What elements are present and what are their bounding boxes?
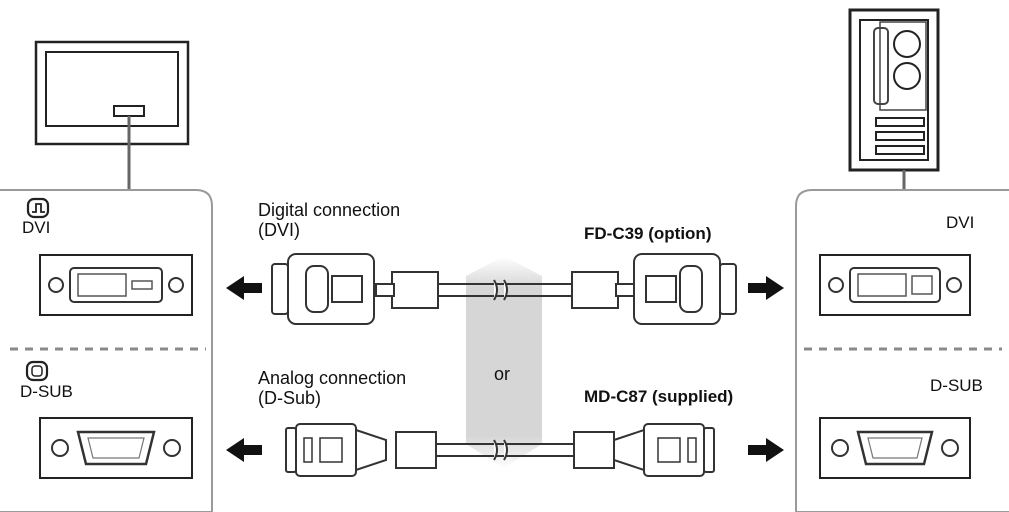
pc-connector-panel bbox=[795, 189, 1009, 512]
arrow-left-dvi bbox=[226, 276, 262, 300]
monitor-device bbox=[34, 40, 190, 190]
pc-dvi-port bbox=[819, 254, 971, 316]
dsub-plug-right bbox=[613, 423, 715, 477]
dvi-cable bbox=[271, 253, 737, 325]
dvi-plug-left bbox=[271, 253, 375, 325]
dsub-cable-name: MD-C87 (supplied) bbox=[584, 387, 734, 406]
dvi-plug-right bbox=[633, 253, 737, 325]
pc-dsub-port bbox=[819, 417, 971, 479]
digital-connection-label: Digital connection bbox=[258, 200, 401, 220]
dvi-cable-ferrite-left bbox=[391, 271, 439, 309]
arrow-right-dsub bbox=[748, 438, 784, 462]
monitor-dvi-label: DVI bbox=[22, 218, 51, 237]
digital-connection-sublabel: (DVI) bbox=[258, 220, 300, 240]
analog-connection-label: Analog connection bbox=[258, 368, 407, 388]
digital-signal-icon bbox=[26, 197, 50, 219]
pc-tower-device bbox=[848, 8, 940, 190]
dsub-cable bbox=[285, 423, 715, 477]
dvi-cable-ferrite-right bbox=[571, 271, 619, 309]
dsub-cable-ferrite-right bbox=[573, 431, 615, 469]
dvi-cable-name: FD-C39 (option) bbox=[584, 224, 712, 243]
dsub-cable-ferrite-left bbox=[395, 431, 437, 469]
analog-signal-icon bbox=[25, 360, 49, 382]
monitor-dsub-label: D-SUB bbox=[20, 382, 73, 401]
analog-connection-sublabel: (D-Sub) bbox=[258, 388, 322, 408]
pc-dsub-label: D-SUB bbox=[930, 376, 983, 395]
monitor-dsub-port bbox=[39, 417, 193, 479]
or-label: or bbox=[494, 364, 511, 384]
dsub-plug-left bbox=[285, 423, 387, 477]
or-band bbox=[466, 256, 542, 468]
pc-dvi-label: DVI bbox=[946, 213, 975, 232]
arrow-right-dvi bbox=[748, 276, 784, 300]
arrow-left-dsub bbox=[226, 438, 262, 462]
monitor-connector-panel bbox=[0, 189, 213, 512]
monitor-dvi-port bbox=[39, 254, 193, 316]
